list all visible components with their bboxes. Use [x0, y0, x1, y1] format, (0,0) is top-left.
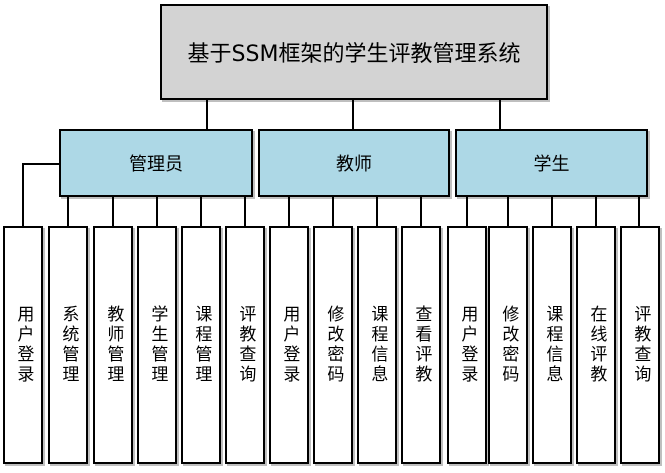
leaf-admin-eval-query: 评教查询 — [225, 226, 265, 464]
connector-student-user-login — [466, 197, 468, 226]
leaf-label: 课程信息 — [367, 305, 388, 385]
leaf-label: 课程管理 — [191, 305, 212, 385]
leaf-label: 系统管理 — [58, 305, 79, 385]
branch-label-teacher: 教师 — [336, 154, 372, 175]
leaf-label: 用户登录 — [279, 305, 300, 385]
leaf-label: 课程信息 — [542, 305, 563, 385]
leaf-student-user-login: 用户登录 — [447, 226, 487, 464]
leaf-student-eval-query: 评教查询 — [620, 226, 660, 464]
connector-admin-userlogin-horizontal — [22, 163, 60, 165]
connector-teacher-user-login — [288, 197, 290, 226]
leaf-teacher-view-eval: 查看评教 — [401, 226, 441, 464]
leaf-admin-teacher-mgmt: 教师管理 — [93, 226, 133, 464]
leaf-admin-user-login: 用户登录 — [3, 226, 43, 464]
leaf-admin-student-mgmt: 学生管理 — [137, 226, 177, 464]
connector-student-course-info — [551, 197, 553, 226]
branch-box-teacher: 教师 — [258, 129, 450, 197]
leaf-label: 教师管理 — [103, 305, 124, 385]
leaf-label: 评教查询 — [235, 305, 256, 385]
connector-root-admin — [206, 100, 208, 129]
leaf-student-change-password: 修改密码 — [488, 226, 528, 464]
connector-root-student — [499, 100, 501, 129]
leaf-label: 查看评教 — [411, 305, 432, 385]
connector-admin-eval-query — [244, 197, 246, 226]
leaf-teacher-change-password: 修改密码 — [313, 226, 353, 464]
connector-teacher-change-password — [332, 197, 334, 226]
leaf-student-online-eval: 在线评教 — [576, 226, 616, 464]
connector-student-eval-query — [638, 197, 640, 226]
leaf-admin-system-mgmt: 系统管理 — [48, 226, 88, 464]
leaf-label: 在线评教 — [586, 305, 607, 385]
connector-admin-student-mgmt — [156, 197, 158, 226]
leaf-teacher-course-info: 课程信息 — [357, 226, 397, 464]
branch-label-admin: 管理员 — [129, 154, 183, 175]
root-box: 基于SSM框架的学生评教管理系统 — [160, 4, 548, 100]
leaf-admin-course-mgmt: 课程管理 — [181, 226, 221, 464]
leaf-label: 修改密码 — [498, 305, 519, 385]
connector-admin-teacher-mgmt — [112, 197, 114, 226]
connector-teacher-view-eval — [420, 197, 422, 226]
connector-student-change-password — [507, 197, 509, 226]
leaf-label: 学生管理 — [147, 305, 168, 385]
connector-admin-system-mgmt — [67, 197, 69, 226]
connector-admin-course-mgmt — [200, 197, 202, 226]
leaf-teacher-user-login: 用户登录 — [269, 226, 309, 464]
leaf-label: 用户登录 — [13, 305, 34, 385]
branch-box-admin: 管理员 — [59, 129, 253, 197]
connector-student-online-eval — [595, 197, 597, 226]
leaf-label: 修改密码 — [323, 305, 344, 385]
leaf-label: 用户登录 — [457, 305, 478, 385]
connector-admin-userlogin-vertical — [22, 163, 24, 226]
connector-root-teacher — [352, 100, 354, 129]
branch-box-student: 学生 — [455, 129, 648, 197]
connector-teacher-course-info — [376, 197, 378, 226]
branch-label-student: 学生 — [533, 154, 570, 175]
leaf-student-course-info: 课程信息 — [532, 226, 572, 464]
root-title: 基于SSM框架的学生评教管理系统 — [187, 42, 521, 67]
leaf-label: 评教查询 — [630, 305, 651, 385]
